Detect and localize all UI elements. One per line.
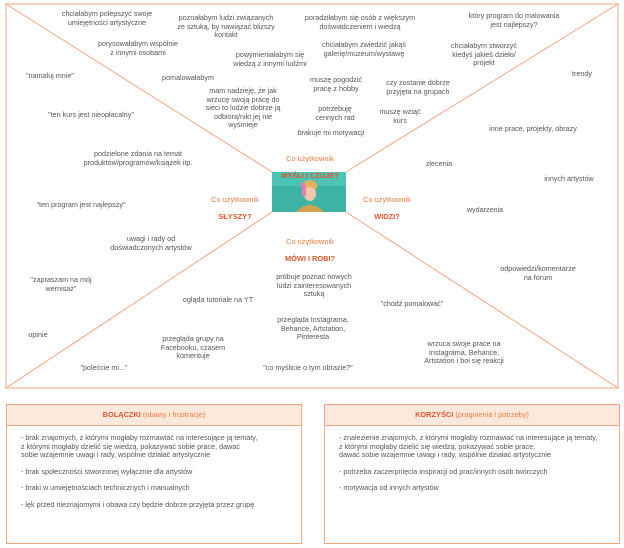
gains-subtitle: (pragnienia i potrzeby) bbox=[455, 410, 529, 419]
quadrant-says-does: Co użytkownik MÓWI I ROBI? bbox=[272, 229, 348, 273]
note-sees: innych artystów bbox=[544, 174, 594, 183]
note-says: "chodź pomalować" bbox=[380, 299, 444, 308]
note-sees: inne prace, projekty, obrazy bbox=[489, 124, 577, 133]
quadrant-thinks-label: Co użytkownik bbox=[286, 153, 334, 163]
note-thinks: czy zostanie dobrze przyjęta na grupach bbox=[386, 78, 450, 96]
quadrant-hears-title: SŁYSZY? bbox=[218, 212, 252, 222]
pains-subtitle: (obawy i frustracje) bbox=[142, 410, 206, 419]
quadrant-says-label: Co użytkownik bbox=[286, 236, 334, 246]
pains-item: - lęk przed nieznajomymi i obawa czy będ… bbox=[21, 499, 255, 509]
quadrant-thinks-feels: Co użytkownik MYŚLI I CZUJE? bbox=[272, 146, 348, 190]
note-sees: wydarzenia bbox=[466, 205, 504, 214]
note-says: opinie bbox=[28, 330, 48, 339]
note-thinks: potrzebuję cennych rad bbox=[315, 104, 355, 122]
note-thinks: chciałabym polepszyć swoje umiejętności … bbox=[61, 9, 153, 27]
note-sees: trendy bbox=[572, 69, 592, 78]
pains-item: - braki w umiejętnościach technicznych i… bbox=[21, 483, 190, 493]
note-says: wrzuca swoje prace na Instagrama, Behanc… bbox=[424, 339, 504, 366]
note-thinks: muszę pogodzić pracę z hobby bbox=[310, 75, 362, 93]
note-says: odpowiedzi/komentarze na forum bbox=[500, 264, 576, 282]
note-sees: zlecenia bbox=[425, 159, 453, 168]
note-says: "co myślicie o tym obrazie?" bbox=[263, 363, 353, 372]
quadrant-hears: Co użytkownik SŁYSZY? bbox=[202, 187, 268, 231]
note-hears: "namaluj mnie" bbox=[26, 71, 74, 80]
pains-list: - brak znajomych, z którymi mogłaby rozm… bbox=[7, 426, 301, 510]
user-photo bbox=[272, 172, 346, 212]
pains-item: - brak znajomych, z którymi mogłaby rozm… bbox=[21, 433, 258, 460]
pains-item: - brak społeczności stworzonej wyłącznie… bbox=[21, 466, 193, 476]
note-hears: "ten program jest najlepszy" bbox=[36, 200, 126, 209]
note-thinks: chciałabym zwiedzić jakąś galerię/muzeum… bbox=[322, 40, 406, 58]
note-thinks: poradziłabym się osób z większym doświad… bbox=[304, 13, 416, 31]
note-thinks: mam nadzieję, że jak wrzucę swoją pracę … bbox=[205, 86, 281, 130]
note-thinks: pomalowałabym bbox=[162, 73, 214, 82]
pains-box: BOLĄCZKI (obawy i frustracje) - brak zna… bbox=[6, 404, 302, 544]
quadrant-hears-label: Co użytkownik bbox=[211, 194, 259, 204]
note-hears: "ten kurs jest nieopłacalny" bbox=[48, 110, 134, 119]
note-says: ogląda tutoriale na YT bbox=[182, 295, 254, 304]
pains-title: BOLĄCZKI bbox=[102, 410, 141, 419]
note-hears: podzielone zdania na temat produktów/pro… bbox=[83, 149, 193, 167]
gains-header: KORZYŚCI (pragnienia i potrzeby) bbox=[325, 405, 619, 426]
note-says: "zapraszam na mój wernisaż" bbox=[30, 275, 92, 293]
quadrant-sees-label: Co użytkownik bbox=[363, 194, 411, 204]
gains-item: - znalezienie znajomych, z którymi mogła… bbox=[339, 433, 598, 460]
gains-item: - motywacja od innych artystów bbox=[339, 483, 439, 493]
note-thinks: który program do malowania jest najlepsz… bbox=[468, 11, 560, 29]
gains-title: KORZYŚCI bbox=[415, 410, 454, 419]
note-thinks: poznałabym ludzi związanych ze sztuką, b… bbox=[177, 13, 275, 40]
note-says: przegląda Instagrama, Behance, Artstatio… bbox=[277, 315, 349, 342]
note-thinks: porysowałabym wspólnie z innymi osobami bbox=[98, 39, 178, 57]
note-hears: uwagi i rady od doświadczonych artystów bbox=[110, 234, 192, 252]
note-says: próbuje poznać nowych ludzi zainteresowa… bbox=[276, 272, 352, 299]
gains-list: - znalezienie znajomych, z którymi mogła… bbox=[325, 426, 619, 493]
note-thinks: powymieniałabym się wiedzą z innymi ludź… bbox=[233, 50, 307, 68]
note-says: przegląda grupy na Facebooku, czasem kom… bbox=[160, 334, 226, 361]
quadrant-sees-title: WIDZI? bbox=[374, 212, 400, 222]
gains-item: - potrzeba zaczerpnięcia inspiracji od p… bbox=[339, 466, 548, 476]
pains-header: BOLĄCZKI (obawy i frustracje) bbox=[7, 405, 301, 426]
note-says: "polećcie mi..." bbox=[80, 363, 128, 372]
quadrant-thinks-title: MYŚLI I CZUJE? bbox=[281, 171, 339, 181]
note-thinks: brakuje mi motywacji bbox=[297, 128, 365, 137]
note-thinks: muszę wziąć kurs bbox=[379, 107, 421, 125]
quadrant-says-title: MÓWI I ROBI? bbox=[284, 254, 336, 264]
gains-box: KORZYŚCI (pragnienia i potrzeby) - znale… bbox=[324, 404, 620, 544]
note-thinks: chciałabym stworzyć kiedyś jakieś dzieło… bbox=[451, 41, 517, 68]
map-frame bbox=[5, 3, 619, 389]
quadrant-sees: Co użytkownik WIDZI? bbox=[354, 187, 420, 231]
